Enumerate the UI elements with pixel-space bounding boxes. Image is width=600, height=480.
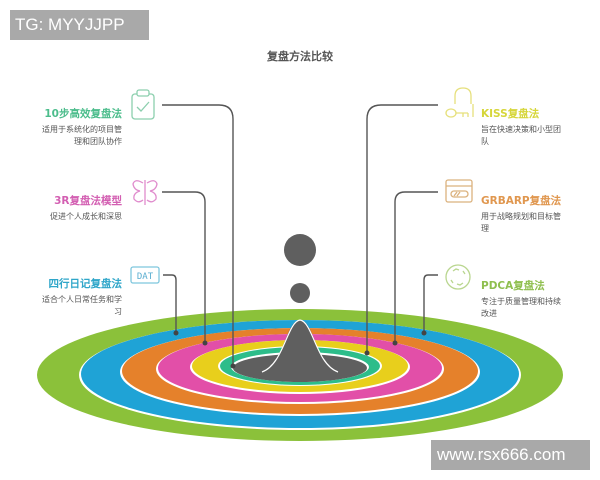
connector-3r <box>162 191 206 343</box>
butterfly-icon <box>132 180 158 205</box>
connector-lines <box>162 104 438 368</box>
water-drop-icon <box>261 234 339 373</box>
method-desc-pdca: 专注于质量管理和持续改进 <box>481 297 561 318</box>
svg-text:DAT: DAT <box>137 272 154 282</box>
method-desc-ten-step: 适用于系统化的项目管理和团队协作 <box>42 125 122 146</box>
method-desc-kiss: 旨在快速决策和小型团队 <box>481 125 561 146</box>
method-label-ten-step: 10步高效复盘法 <box>44 108 122 120</box>
method-label-kiss: KISS复盘法 <box>481 108 540 120</box>
lock-key-icon <box>445 87 474 118</box>
connector-ten-step <box>162 104 234 368</box>
method-desc-four-line: 适合个人日常任务和学习 <box>42 295 122 316</box>
diagram-title: 复盘方法比较 <box>267 50 333 63</box>
method-label-pdca: PDCA复盘法 <box>481 280 545 292</box>
watermark-bottom: www.rsx666.com <box>431 440 590 470</box>
dat-box-icon: DAT <box>130 266 160 284</box>
ripple-rings <box>37 309 563 441</box>
connector-grbarp <box>394 191 438 343</box>
browser-progress-icon <box>445 179 473 203</box>
method-label-3r: 3R复盘法模型 <box>54 195 122 207</box>
watermark-top: TG: MYYJJPP <box>10 10 149 40</box>
method-label-grbarp: GRBARP复盘法 <box>481 195 562 207</box>
connector-four-line <box>163 274 177 333</box>
connector-kiss <box>366 104 438 353</box>
method-label-four-line: 四行日记复盘法 <box>48 278 123 290</box>
cycle-arrows-icon <box>445 264 471 290</box>
method-desc-3r: 促进个人成长和深思 <box>50 212 122 221</box>
clipboard-check-icon <box>131 89 155 120</box>
connector-pdca <box>423 274 438 333</box>
method-desc-grbarp: 用于战略规划和目标管理 <box>481 212 561 233</box>
